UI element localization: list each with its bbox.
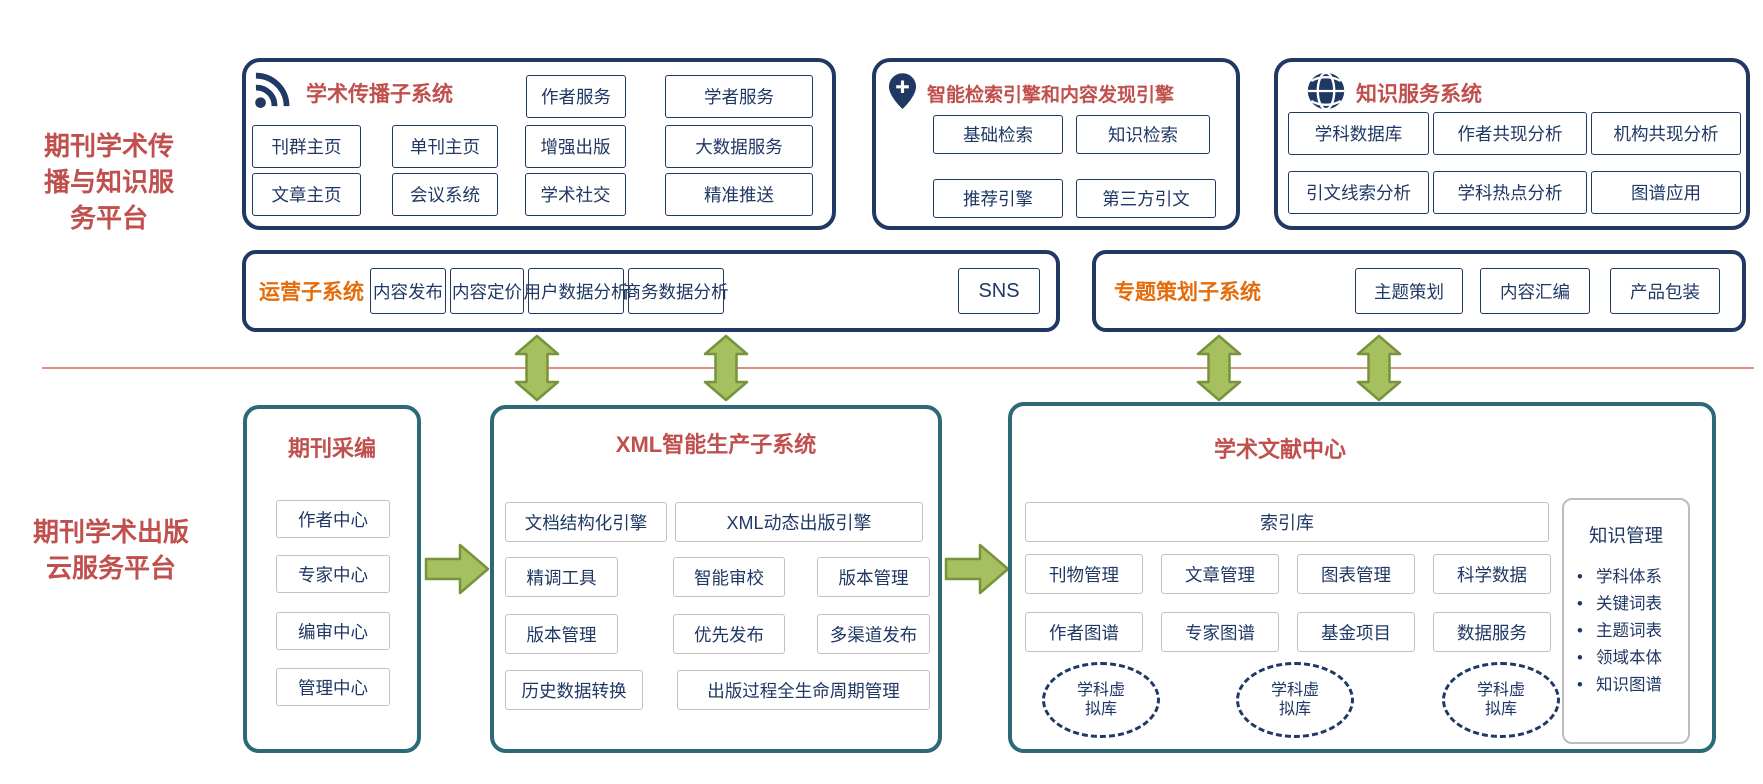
item-box: 文档结构化引擎 [505,502,667,542]
box-title: 知识服务系统 [1356,83,1482,106]
box-title: 运营子系统 [259,281,364,304]
box-title: 期刊采编 [287,436,376,461]
item-box: 单刊主页 [392,125,498,168]
item-box: 精准推送 [665,173,813,216]
item-box: 文章管理 [1161,554,1279,594]
item-box: 内容发布 [370,268,446,314]
item-box: 图表管理 [1297,554,1415,594]
item-box: 科学数据 [1433,554,1551,594]
item-box: 图谱应用 [1591,171,1741,214]
bullet-item: 学科体系 [1572,564,1688,591]
item-box: 用户数据分析 [524,268,629,314]
knowledge-management-title: 知识管理 [1588,525,1663,546]
item-box: 第三方引文 [1076,179,1216,218]
item-box: 机构共现分析 [1591,112,1741,155]
box-header: 知识服务系统 [1306,70,1482,116]
smart-search-discovery-box: 智能检索引擎和内容发现引擎 基础检索 知识检索 推荐引擎 第三方引文 [872,58,1240,230]
up-down-arrow-icon [1356,334,1402,402]
bottom-platform-label: 期刊学术出版 云服务平台 [32,517,189,583]
item-box: 引文线索分析 [1288,171,1429,214]
location-pin-plus-icon [888,72,917,115]
item-box: 会议系统 [392,173,498,216]
item-box: 文章主页 [252,173,361,216]
item-box: 大数据服务 [665,125,813,168]
item-box: 数据服务 [1433,612,1551,652]
box-title: XML智能生产子系统 [615,432,817,457]
virtual-library-oval: 学科虚 拟库 [1442,662,1560,738]
item-box: 学科数据库 [1288,112,1429,155]
up-down-arrow-icon [514,334,560,402]
box-title: 专题策划子系统 [1114,281,1261,304]
bullet-item: 知识图谱 [1572,672,1688,699]
up-down-arrow-icon [703,334,749,402]
knowledge-management-box: 知识管理 学科体系 关键词表 主题词表 领域本体 知识图谱 [1562,498,1690,744]
item-box: 推荐引擎 [933,179,1063,218]
item-box: 学科热点分析 [1433,171,1587,214]
item-box: 编审中心 [276,612,390,650]
item-box: 内容定价 [450,268,524,314]
item-box: 基金项目 [1297,612,1415,652]
item-box: 版本管理 [505,614,618,654]
item-box: 产品包装 [1610,268,1720,314]
item-box: 专家中心 [276,555,390,593]
item-box: 刊群主页 [252,125,361,168]
item-box: 商务数据分析 [624,268,729,314]
knowledge-management-list: 学科体系 关键词表 主题词表 领域本体 知识图谱 [1564,564,1688,699]
item-box: 知识检索 [1076,115,1210,154]
item-box: 作者共现分析 [1433,112,1587,155]
item-box: SNS [958,268,1040,314]
item-box: 学者服务 [665,75,813,118]
item-box: 专家图谱 [1161,612,1279,652]
operation-subsystem-box: 运营子系统 内容发布 内容定价 用户数据分析 商务数据分析 SNS [242,250,1060,332]
up-down-arrow-icon [1196,334,1242,402]
item-box: 作者图谱 [1025,612,1143,652]
bullet-item: 主题词表 [1572,618,1688,645]
bullet-item: 关键词表 [1572,591,1688,618]
right-arrow-icon [944,538,1010,600]
knowledge-service-system-box: 知识服务系统 学科数据库 作者共现分析 机构共现分析 引文线索分析 学科热点分析… [1274,58,1750,230]
box-title: 智能检索引擎和内容发现引擎 [927,84,1175,106]
globe-icon [1306,71,1346,116]
item-box: 刊物管理 [1025,554,1143,594]
virtual-library-oval: 学科虚 拟库 [1042,662,1160,738]
rss-icon [254,72,296,114]
platform-divider-line [42,367,1754,369]
academic-communication-subsystem-box: 学术传播子系统 作者服务 学者服务 刊群主页 单刊主页 增强出版 大数据服务 文… [242,58,836,230]
top-platform-label: 期刊学术传 播与知识服 务平台 [43,131,174,233]
item-box: 作者中心 [276,500,390,538]
item-box: 版本管理 [817,557,930,597]
journal-editing-box: 期刊采编 作者中心 专家中心 编审中心 管理中心 [243,405,421,753]
item-box: 优先发布 [673,614,785,654]
item-box: XML动态出版引擎 [675,502,923,542]
item-box: 多渠道发布 [817,614,930,654]
item-box: 智能审校 [673,557,785,597]
item-box: 精调工具 [505,557,618,597]
item-box: 增强出版 [525,125,626,168]
bullet-item: 领域本体 [1572,645,1688,672]
box-title: 学术传播子系统 [306,83,453,106]
item-box: 主题策划 [1355,268,1463,314]
item-box: 内容汇编 [1480,268,1590,314]
item-box: 历史数据转换 [505,670,643,710]
box-header: 智能检索引擎和内容发现引擎 [888,70,1174,116]
item-box: 基础检索 [933,115,1063,154]
right-arrow-icon [424,538,490,600]
literature-center-box: 学术文献中心 索引库 刊物管理 文章管理 图表管理 科学数据 作者图谱 专家图谱… [1008,402,1716,753]
item-box: 作者服务 [526,75,626,118]
topic-planning-subsystem-box: 专题策划子系统 主题策划 内容汇编 产品包装 [1092,250,1746,332]
index-database-bar: 索引库 [1025,502,1549,542]
item-box: 出版过程全生命周期管理 [677,670,930,710]
box-title: 学术文献中心 [1213,437,1346,462]
virtual-library-oval: 学科虚 拟库 [1236,662,1354,738]
item-box: 学术社交 [525,173,626,216]
xml-production-subsystem-box: XML智能生产子系统 文档结构化引擎 XML动态出版引擎 精调工具 智能审校 版… [490,405,942,753]
box-header: 学术传播子系统 [254,70,453,116]
item-box: 管理中心 [276,668,390,706]
